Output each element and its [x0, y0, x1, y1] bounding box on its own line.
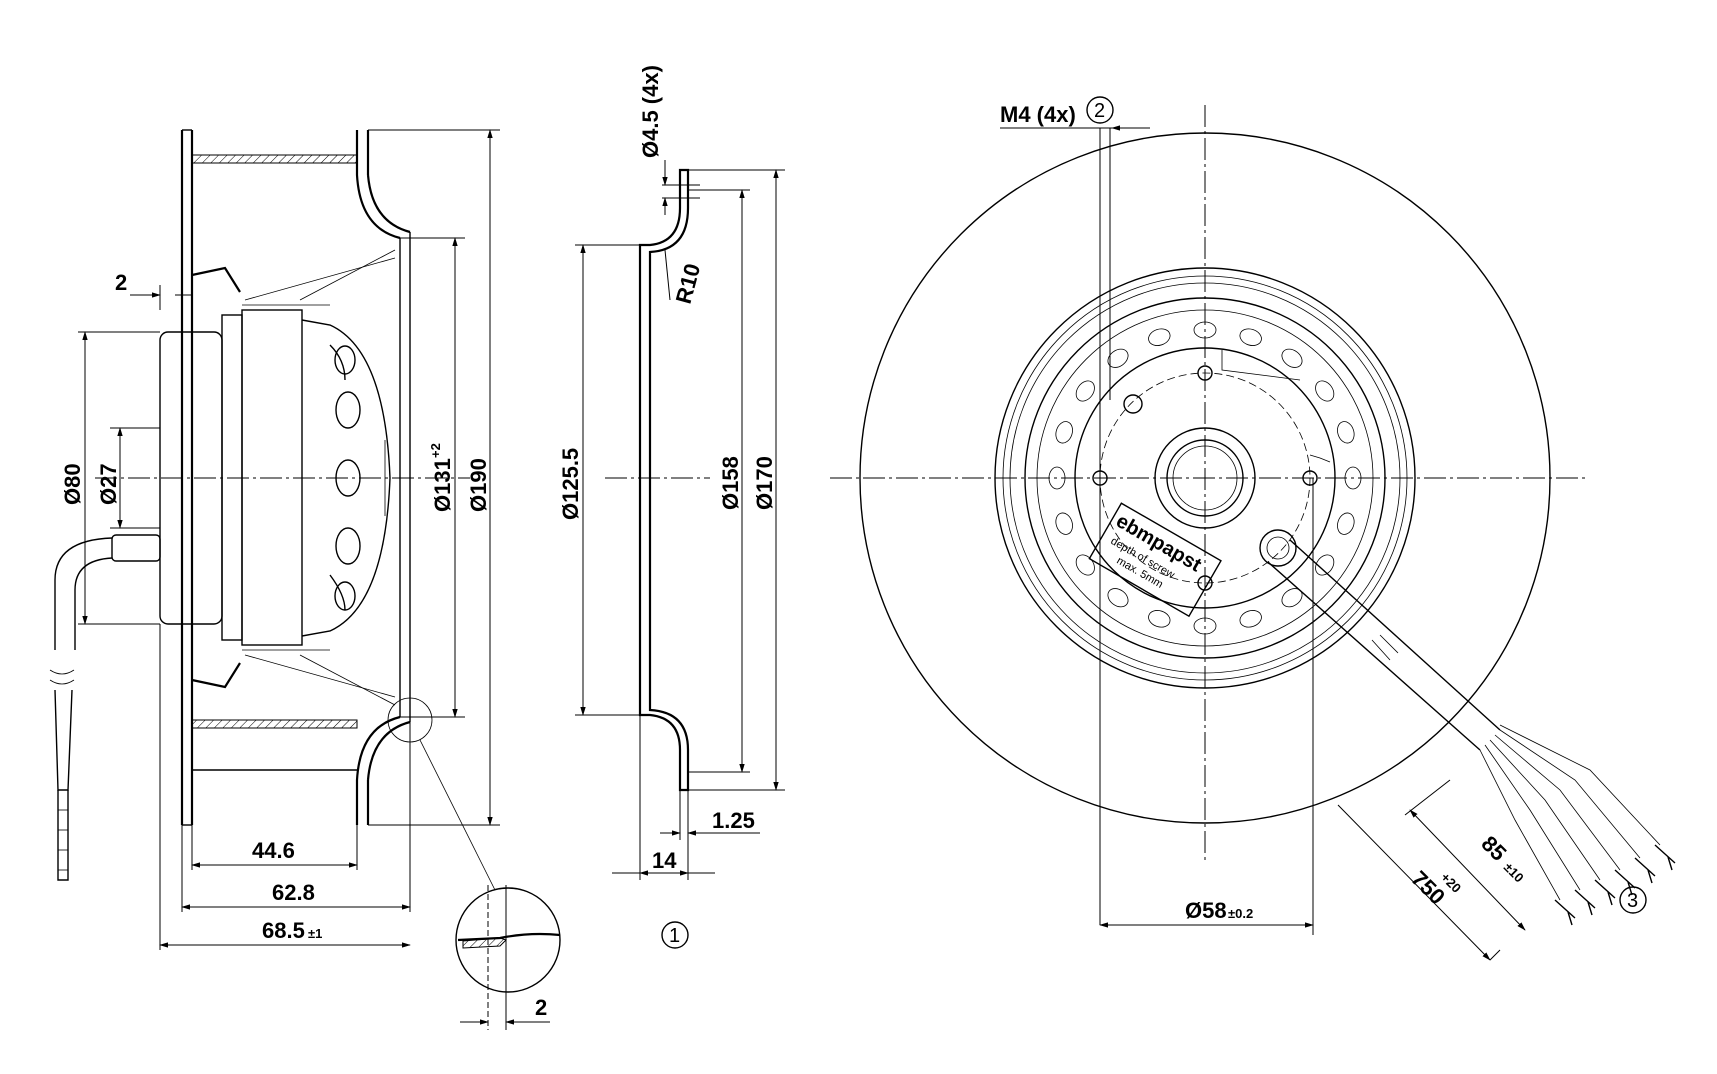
inlet-ring-outer — [994, 267, 1416, 689]
detail-dim-2-label: 2 — [535, 995, 547, 1020]
callout-2-label: 2 — [1094, 100, 1105, 122]
dim-len-44-6: 44.6 — [191, 825, 358, 870]
vent-hole — [1281, 588, 1303, 608]
dim-dia-58: Ø58 ±0.2 — [1099, 478, 1314, 935]
motor-cable — [49, 534, 161, 881]
dim-cable-85-label: 85 — [1476, 831, 1511, 866]
vent-hole — [1107, 588, 1129, 608]
hub-outer — [1154, 427, 1256, 529]
dim-dia-58-tol: ±0.2 — [1228, 906, 1253, 921]
dim-dia-158-label: Ø158 — [718, 456, 743, 510]
vent-hole — [1075, 554, 1095, 576]
dim-hole-4-5-label: Ø4.5 (4x) — [638, 65, 663, 158]
vent-hole — [1148, 328, 1171, 346]
dim-len-68-5-tol: ±1 — [308, 926, 322, 941]
dim-thread-m4-label: M4 (4x) — [1000, 102, 1076, 127]
dim-hole-4-5: Ø4.5 (4x) — [638, 65, 700, 215]
detail-view: 2 — [387, 697, 561, 1030]
vent-hole — [1344, 466, 1362, 490]
motor-ring — [1024, 297, 1386, 659]
dim-len-68-5-label: 68.5 — [262, 918, 305, 943]
front-view: M4 (4x) 2 Ø58 ±0.2 750 +20 85 ±10 3 — [830, 96, 1676, 961]
dim-dia-131-label: Ø131 — [430, 458, 455, 512]
vent-hole — [1048, 466, 1066, 490]
dim-dia-131: Ø131 +2 — [400, 237, 465, 718]
vent-hole — [1239, 610, 1262, 628]
dim-wall-2-label: 2 — [115, 270, 127, 295]
dim-dia-131-tol: +2 — [428, 443, 443, 458]
vent-hole — [1055, 421, 1073, 444]
vent-hole — [1281, 348, 1303, 368]
rotor-vents — [1048, 321, 1362, 635]
vent-hole — [1315, 554, 1335, 576]
callout-1: 1 — [661, 921, 689, 949]
vent-hole — [1193, 321, 1217, 339]
vent-hole — [1075, 380, 1095, 402]
dim-wall-2: 2 — [115, 270, 192, 310]
dim-dia-27-label: Ø27 — [96, 463, 121, 505]
cable-gland — [1259, 529, 1297, 567]
dim-dia-80: Ø80 — [60, 331, 160, 625]
dim-thickness-1-25: 1.25 — [660, 790, 760, 840]
vent-hole — [1055, 512, 1073, 535]
motor-face — [1074, 347, 1336, 609]
vent-hole — [1148, 610, 1171, 628]
dim-cable-750: 750 +20 — [1337, 804, 1501, 961]
dim-dia-170-label: Ø170 — [752, 456, 777, 510]
front-cable — [1267, 539, 1676, 926]
dim-dia-58-label: Ø58 — [1185, 898, 1227, 923]
dim-dia-190: Ø190 — [368, 129, 500, 826]
vent-hole — [1107, 348, 1129, 368]
vent-hole — [1315, 380, 1335, 402]
dim-cable-85: 85 ±10 — [1404, 779, 1527, 931]
callout-3-label: 3 — [1627, 890, 1638, 912]
dim-len-62-8-label: 62.8 — [272, 880, 315, 905]
side-view: 2 Ø80 Ø27 Ø131 +2 Ø190 — [49, 129, 561, 1030]
dim-depth-14-label: 14 — [652, 848, 677, 873]
vent-hole — [1193, 617, 1217, 635]
dim-thickness-1-25-label: 1.25 — [712, 808, 755, 833]
hub-inner — [1166, 439, 1244, 517]
dim-cable-85-tol: ±10 — [1501, 860, 1527, 886]
callout-2 — [1086, 96, 1114, 124]
callout-1-label: 1 — [669, 925, 680, 947]
dim-dia-125-5: Ø125.5 — [558, 244, 640, 716]
dim-len-68-5: 68.5 ±1 — [159, 624, 411, 950]
dim-radius-10-label: R10 — [671, 261, 706, 306]
dim-thread-m4: M4 (4x) 2 — [1000, 96, 1150, 925]
dim-dia-27: Ø27 — [96, 427, 160, 529]
dim-dia-80-label: Ø80 — [60, 463, 85, 505]
dim-radius-10: R10 — [664, 249, 706, 306]
dim-dia-170: Ø170 — [688, 169, 785, 791]
vent-hole — [1337, 421, 1355, 444]
outer-disc — [859, 132, 1551, 824]
motor-body — [159, 304, 391, 651]
dim-dia-158: Ø158 — [688, 189, 750, 773]
nozzle-view: Ø4.5 (4x) R10 Ø125.5 Ø158 Ø170 — [558, 65, 785, 949]
dim-len-62-8: 62.8 — [181, 722, 411, 912]
dim-cable-750-label: 750 — [1406, 866, 1450, 910]
impeller-housing — [180, 129, 411, 826]
vent-hole — [1239, 328, 1262, 346]
dim-dia-190-label: Ø190 — [466, 458, 491, 512]
dim-depth-14: 14 — [612, 715, 715, 880]
dim-len-44-6-label: 44.6 — [252, 838, 295, 863]
vent-hole — [1337, 512, 1355, 535]
dim-dia-125-5-label: Ø125.5 — [558, 448, 583, 520]
callout-3: 3 — [1619, 886, 1647, 914]
